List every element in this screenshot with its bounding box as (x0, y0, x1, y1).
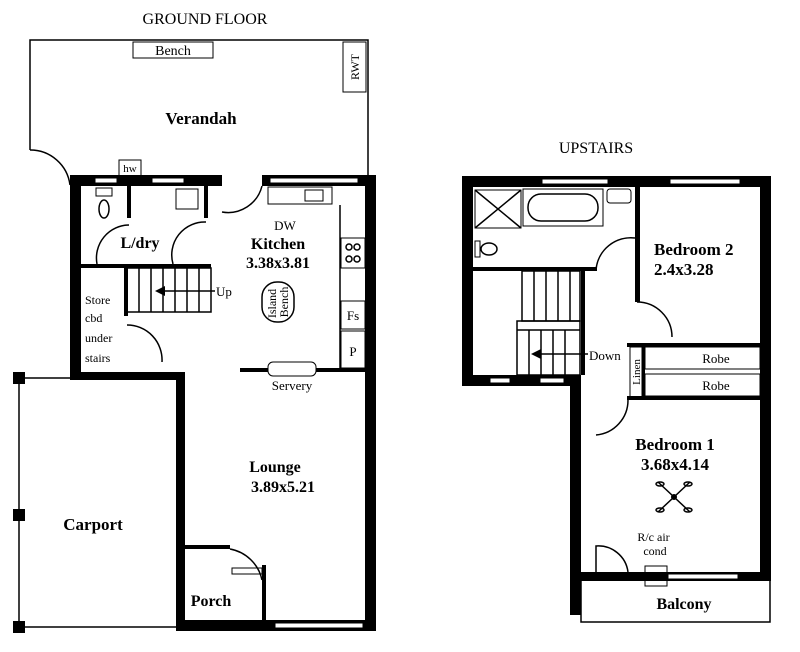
balcony-door-swing (595, 545, 629, 573)
wall (204, 186, 208, 218)
balcony-outline (580, 581, 771, 623)
wall (570, 375, 581, 615)
back-door-swing (221, 185, 263, 214)
bed1-door-swing (595, 399, 629, 436)
window (667, 573, 739, 580)
wall (262, 565, 266, 625)
laundry-label: L/dry (120, 235, 159, 252)
bedroom1-size: 3.68x4.14 (641, 455, 710, 474)
toilet-icon (98, 199, 110, 219)
verandah-label: Verandah (165, 109, 237, 128)
island-bench-label: Island Bench (265, 286, 291, 318)
bedroom2-label: Bedroom 2 (654, 240, 734, 259)
verandah-outline (29, 39, 369, 178)
window (489, 377, 511, 384)
window (539, 377, 565, 384)
wall (365, 175, 376, 631)
post (13, 621, 25, 633)
pantry-label: P (349, 344, 356, 359)
stairs-upstairs (516, 270, 588, 376)
upstairs: UPSTAIRS Bedroom 2 2.4x3.28 (462, 140, 771, 623)
wall (627, 343, 771, 347)
wall (185, 545, 230, 549)
window (231, 567, 263, 575)
wall (81, 264, 211, 268)
balcony-label: Balcony (656, 596, 711, 613)
lounge-label: Lounge (249, 459, 301, 476)
window (151, 177, 185, 184)
dw-label: DW (274, 218, 296, 233)
toilet-icon (480, 242, 498, 256)
wall (642, 343, 645, 400)
rwt-label: RWT (348, 53, 362, 80)
wall (176, 372, 185, 630)
bed2-door-swing (636, 301, 673, 338)
wall (70, 175, 81, 380)
ground-floor: GROUND FLOOR Bench RWT Verandah hw L/ (13, 11, 376, 633)
window (669, 178, 741, 185)
servery-label: Servery (272, 378, 313, 393)
wall (124, 268, 128, 316)
wall (70, 175, 222, 186)
post (13, 372, 25, 384)
cistern (95, 187, 113, 197)
aircon-label: R/c air cond (637, 530, 672, 558)
kitchen-size: 3.38x3.81 (246, 255, 310, 272)
store-door-swing (126, 324, 163, 363)
linen-label: Linen (631, 359, 643, 385)
ceiling-fan-icon (655, 481, 693, 513)
cistern (474, 240, 481, 258)
robe2-label: Robe (702, 378, 730, 393)
window (269, 177, 359, 184)
sink-bowls (304, 189, 324, 202)
fridge-space (340, 300, 366, 330)
window (541, 178, 609, 185)
pantry (340, 330, 366, 369)
verandah-door-swing (29, 149, 71, 186)
bench-label: Bench (155, 44, 191, 59)
robe1-label: Robe (702, 351, 730, 366)
post (13, 509, 25, 521)
basin (606, 188, 632, 204)
laundry-tub (175, 188, 199, 210)
wall (462, 375, 572, 386)
servery (267, 361, 317, 377)
bath-tub (527, 193, 599, 222)
carport-outline (18, 377, 176, 628)
rainwater-tank (342, 41, 367, 93)
bedroom2-size: 2.4x3.28 (654, 260, 714, 279)
wall (473, 267, 597, 271)
robe (644, 346, 761, 370)
lounge-size: 3.89x5.21 (251, 479, 315, 496)
wall (627, 396, 771, 400)
cooktop (340, 237, 366, 269)
window (274, 622, 364, 629)
wall (70, 372, 185, 380)
kitchen-label: Kitchen (251, 236, 305, 253)
ground-floor-title: GROUND FLOOR (143, 11, 268, 28)
window (94, 177, 118, 184)
bathroom-door-swing (595, 237, 636, 271)
door-swing (170, 221, 207, 265)
bedroom1-label: Bedroom 1 (635, 435, 715, 454)
wall (127, 186, 131, 218)
upstairs-title: UPSTAIRS (559, 140, 633, 157)
fs-label: Fs (347, 308, 359, 323)
porch-label: Porch (191, 593, 232, 610)
door-swing (95, 224, 130, 265)
bench (132, 41, 214, 59)
up-label: Up (216, 284, 232, 299)
wall (635, 187, 640, 302)
carport-label: Carport (63, 515, 123, 534)
store-label: Store cbd under stairs (85, 293, 115, 365)
wall (462, 176, 770, 187)
shower-cross (474, 189, 522, 229)
front-door-swing (229, 548, 263, 581)
island-bench (261, 281, 295, 323)
wall (760, 176, 771, 581)
stairs-ground (126, 267, 215, 313)
down-label: Down (589, 348, 621, 363)
hw-label: hw (123, 163, 137, 175)
wall (462, 176, 473, 386)
